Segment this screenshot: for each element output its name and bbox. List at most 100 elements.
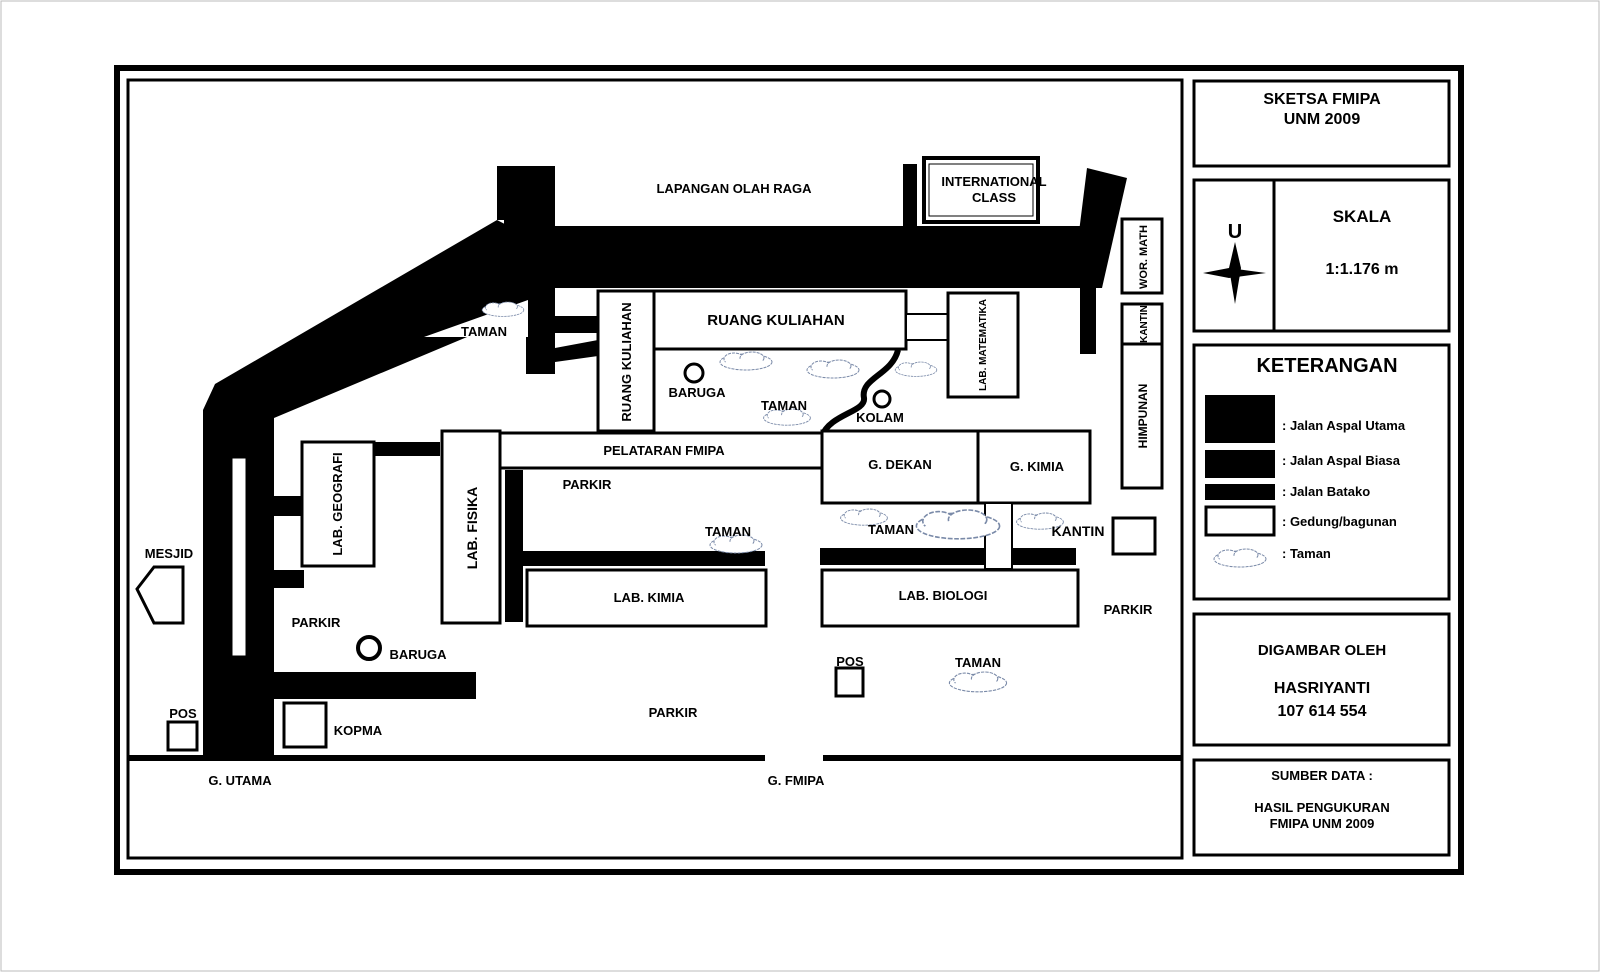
label-lab-matematika: LAB. MATEMATIKA	[978, 299, 989, 391]
label-lab-kimia: LAB. KIMIA	[614, 590, 685, 605]
label-mesjid: MESJID	[145, 546, 193, 561]
label-intl-2: CLASS	[972, 190, 1016, 205]
label-ruang-kuliahan-v: RUANG KULIAHAN	[619, 302, 634, 421]
label-pos-center: POS	[836, 654, 864, 669]
road-median	[231, 457, 247, 657]
label-lapangan: LAPANGAN OLAH RAGA	[656, 181, 812, 196]
road-intl-stub	[903, 164, 917, 226]
author-id: 107 614 554	[1278, 703, 1367, 720]
connector-kantin	[984, 502, 1013, 570]
side-panel: SKETSA FMIPA UNM 2009 U SKALA 1:1.176 m …	[1192, 79, 1451, 857]
label-parkir-center: PARKIR	[563, 477, 612, 492]
title-line-2: UNM 2009	[1284, 111, 1361, 128]
label-taman-mid: TAMAN	[705, 524, 751, 539]
label-g-dekan: G. DEKAN	[868, 457, 932, 472]
road-biologi-h	[820, 548, 1076, 565]
label-pos-left: POS	[169, 706, 197, 721]
label-g-utama: G. UTAMA	[208, 773, 272, 788]
map-labels: LAPANGAN OLAH RAGA INTERNATIONAL CLASS W…	[145, 174, 1153, 788]
baruga-left-marker	[356, 635, 382, 661]
label-lab-fisika: LAB. FISIKA	[464, 487, 480, 569]
label-pelataran: PELATARAN FMIPA	[603, 443, 725, 458]
source-box	[1192, 758, 1451, 857]
road-kimia-h	[522, 551, 765, 566]
author-heading: DIGAMBAR OLEH	[1258, 642, 1386, 659]
building-himpunan	[1120, 342, 1164, 490]
road-spur-2	[555, 340, 598, 362]
label-kantin: KANTIN	[1052, 523, 1105, 539]
legend-label-aspal-biasa: : Jalan Aspal Biasa	[1282, 453, 1401, 468]
scale-heading: SKALA	[1333, 207, 1392, 226]
walkway-kolam	[819, 349, 901, 438]
author-box	[1192, 612, 1451, 747]
building-pos-center	[834, 666, 865, 698]
road-diagonal	[203, 220, 555, 760]
label-parkir-bottom: PARKIR	[649, 705, 698, 720]
source-heading: SUMBER DATA :	[1271, 768, 1373, 783]
legend-label-gedung: : Gedung/bagunan	[1282, 514, 1397, 529]
label-taman-top: TAMAN	[461, 324, 507, 339]
title-box	[1192, 79, 1451, 168]
building-lab-biologi	[820, 568, 1080, 628]
title-line-1: SKETSA FMIPA	[1263, 91, 1381, 108]
building-lab-fisika	[440, 429, 502, 625]
label-himpunan: HIMPUNAN	[1136, 384, 1150, 449]
label-parkir-left: PARKIR	[292, 615, 341, 630]
label-kopma: KOPMA	[334, 723, 383, 738]
label-baruga-left: BARUGA	[389, 647, 447, 662]
label-kantin-v: KANTIN	[1139, 305, 1150, 343]
roads	[128, 164, 1182, 761]
building-ruang-kuliahan-v	[596, 289, 656, 433]
kolam-marker	[872, 389, 892, 409]
building-lab-matematika	[946, 291, 1020, 399]
road-top	[497, 166, 1102, 290]
legend-label-aspal-utama: : Jalan Aspal Utama	[1282, 418, 1406, 433]
label-parkir-right: PARKIR	[1104, 602, 1153, 617]
legend-swatch-aspal-biasa	[1205, 450, 1275, 478]
building-ruang-kuliahan-h	[652, 289, 908, 351]
road-bottom-left	[128, 755, 765, 761]
road-spur-1	[555, 316, 598, 333]
road-baruga	[274, 672, 476, 699]
building-lab-kimia	[525, 568, 768, 628]
label-taman-center: TAMAN	[761, 398, 807, 413]
road-fisika-v	[505, 470, 523, 622]
label-ruang-kuliahan-h: RUANG KULIAHAN	[707, 312, 845, 329]
compass-icon	[1203, 242, 1266, 304]
legend-label-batako: : Jalan Batako	[1282, 484, 1370, 499]
building-g-kimia	[976, 429, 1092, 505]
road-right-stub	[1080, 286, 1096, 354]
legend-label-taman: : Taman	[1282, 546, 1331, 561]
scale-value: 1:1.176 m	[1326, 261, 1399, 278]
label-wor-math: WOR. MATH	[1138, 225, 1150, 289]
label-taman-bottom: TAMAN	[955, 655, 1001, 670]
label-intl-1: INTERNATIONAL	[941, 174, 1046, 189]
building-wor-math	[1120, 217, 1164, 295]
road-stub-center	[526, 288, 555, 374]
label-taman-right: TAMAN	[868, 522, 914, 537]
connector-matematika	[905, 313, 949, 341]
building-mesjid	[135, 565, 185, 625]
legend-swatch-aspal-utama	[1205, 395, 1275, 443]
north-label: U	[1228, 221, 1242, 243]
baruga-center-marker	[683, 362, 705, 384]
building-pos-left	[166, 720, 199, 752]
building-g-dekan	[820, 429, 980, 505]
building-lab-geografi	[300, 440, 376, 568]
road-geografi-link	[372, 442, 440, 456]
building-international-class-inner	[928, 163, 1034, 217]
legend-swatch-batako	[1205, 484, 1275, 500]
road-top-right-end	[1072, 168, 1127, 288]
author-name: HASRIYANTI	[1274, 680, 1370, 697]
label-lab-biologi: LAB. BIOLOGI	[899, 588, 988, 603]
buildings	[135, 156, 1164, 752]
source-line-1: HASIL PENGUKURAN	[1254, 800, 1390, 815]
label-g-kimia: G. KIMIA	[1010, 459, 1065, 474]
building-kantin	[1111, 516, 1157, 556]
road-left-link-1	[274, 496, 302, 516]
legend-swatch-gedung	[1204, 505, 1276, 537]
building-kopma	[282, 701, 328, 749]
label-lab-geografi: LAB. GEOGRAFI	[330, 452, 345, 555]
label-baruga-center: BARUGA	[668, 385, 726, 400]
